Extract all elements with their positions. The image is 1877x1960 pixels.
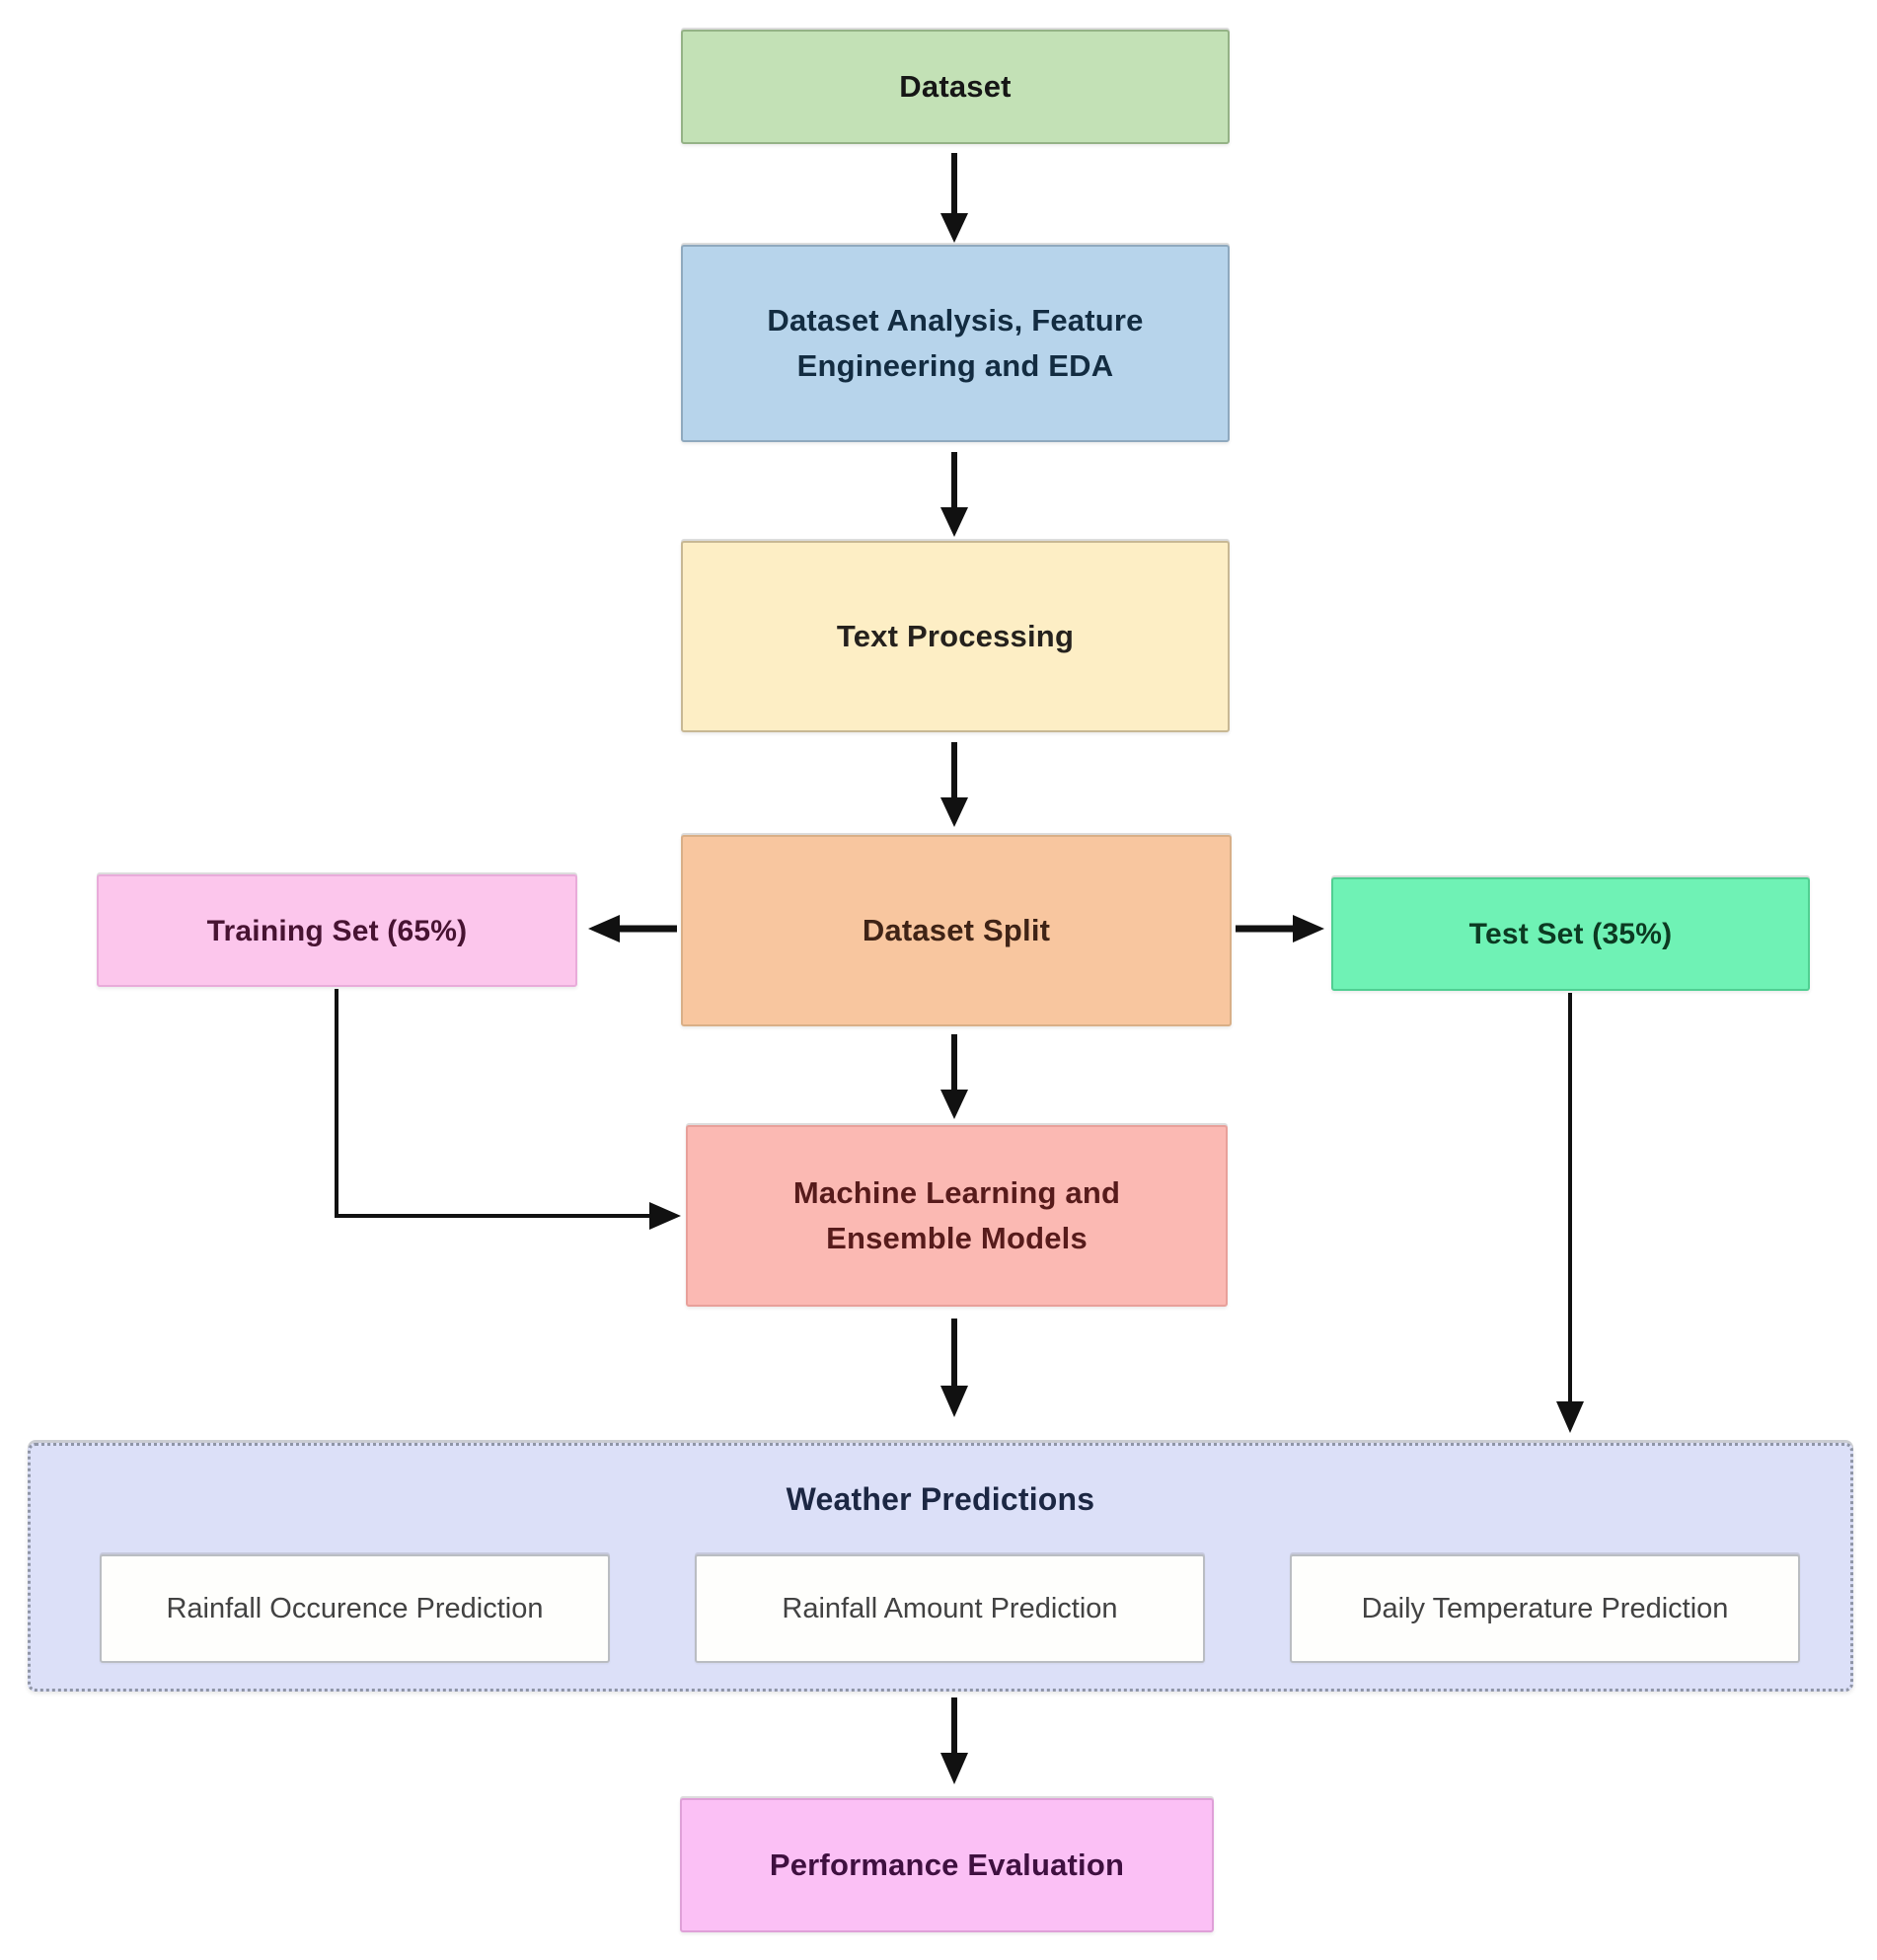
node-rainfall-amount-prediction: Rainfall Amount Prediction — [695, 1554, 1205, 1663]
group-weather-predictions: Weather Predictions Rainfall Occurence P… — [28, 1443, 1853, 1692]
arrow-dataset-split-to-training-set — [588, 915, 677, 942]
arrow-text-processing-to-dataset-split — [940, 742, 968, 827]
node-dataset-split: Dataset Split — [681, 835, 1232, 1026]
arrow-analysis-to-text-processing — [940, 452, 968, 537]
node-ml-ensemble-models-label: Machine Learning and Ensemble Models — [792, 1174, 1121, 1256]
node-dataset-analysis-label: Dataset Analysis, Feature Engineering an… — [767, 302, 1144, 384]
node-performance-evaluation-label: Performance Evaluation — [769, 1847, 1125, 1882]
node-dataset-label: Dataset — [899, 68, 1012, 104]
node-dataset-split-label: Dataset Split — [862, 912, 1051, 947]
node-dataset: Dataset — [681, 30, 1230, 144]
arrow-weather-predictions-to-performance — [940, 1697, 968, 1784]
node-rainfall-amount-prediction-label: Rainfall Amount Prediction — [782, 1592, 1118, 1624]
node-text-processing: Text Processing — [681, 541, 1230, 732]
arrow-dataset-split-to-test-set — [1236, 915, 1324, 942]
node-test-set: Test Set (35%) — [1331, 877, 1810, 991]
arrow-dataset-to-analysis — [940, 153, 968, 243]
node-ml-ensemble-models: Machine Learning and Ensemble Models — [686, 1125, 1228, 1307]
arrow-test-set-to-weather-predictions — [1556, 993, 1584, 1433]
node-dataset-analysis: Dataset Analysis, Feature Engineering an… — [681, 245, 1230, 442]
arrow-training-set-to-ml-models — [335, 989, 681, 1230]
node-daily-temperature-prediction: Daily Temperature Prediction — [1290, 1554, 1800, 1663]
node-training-set: Training Set (65%) — [97, 874, 577, 987]
node-rainfall-occurence-prediction: Rainfall Occurence Prediction — [100, 1554, 610, 1663]
node-test-set-label: Test Set (35%) — [1468, 918, 1673, 950]
arrow-dataset-split-to-ml-models — [940, 1034, 968, 1119]
node-rainfall-occurence-prediction-label: Rainfall Occurence Prediction — [166, 1592, 544, 1624]
node-daily-temperature-prediction-label: Daily Temperature Prediction — [1361, 1592, 1729, 1624]
arrow-ml-models-to-weather-predictions — [940, 1319, 968, 1417]
node-performance-evaluation: Performance Evaluation — [680, 1798, 1214, 1932]
node-training-set-label: Training Set (65%) — [206, 914, 468, 947]
group-weather-predictions-title: Weather Predictions — [786, 1481, 1095, 1517]
node-text-processing-label: Text Processing — [836, 618, 1075, 653]
